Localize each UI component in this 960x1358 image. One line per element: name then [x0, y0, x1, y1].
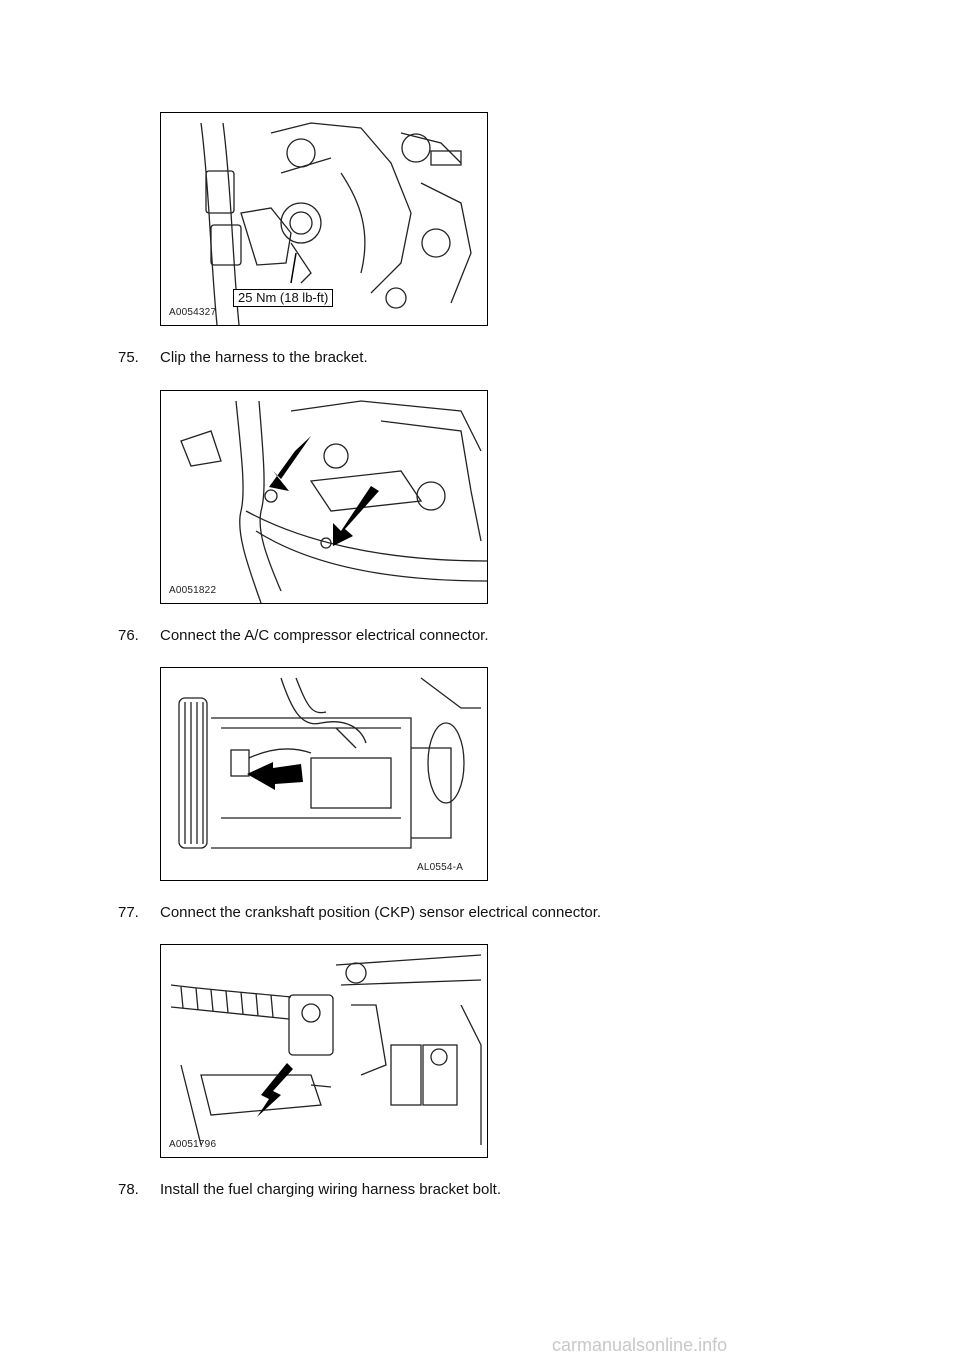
harness-clip-illustration	[180, 400, 487, 603]
step-number: 78.	[118, 1181, 139, 1198]
step-78: 78. Install the fuel charging wiring harn…	[118, 1181, 501, 1198]
watermark: carmanualsonline.info	[552, 1335, 728, 1355]
figure-id: A0054327	[169, 307, 217, 318]
figure-id: AL0554-A	[417, 862, 464, 873]
torque-spec-label: 25 Nm (18 lb-ft)	[233, 289, 334, 307]
step-75: 75. Clip the harness to the bracket.	[118, 349, 368, 366]
ckp-sensor-illustration	[170, 954, 482, 1146]
figure-harness-bracket-torque: 25 Nm (18 lb-ft) A0054327	[160, 112, 488, 326]
figure-ckp-sensor-connector: A0051796	[160, 944, 488, 1158]
step-76: 76. Connect the A/C compressor electrical…	[118, 627, 489, 644]
step-number: 75.	[118, 349, 139, 366]
step-77: 77. Connect the crankshaft position (CKP)…	[118, 904, 601, 921]
harness-bracket-illustration	[200, 122, 472, 325]
step-text: Clip the harness to the bracket.	[160, 349, 368, 366]
ac-compressor-illustration	[178, 677, 481, 849]
figure-ac-compressor-connector: AL0554-A	[160, 667, 488, 881]
step-text: Connect the A/C compressor electrical co…	[160, 627, 489, 644]
figure-id: A0051822	[169, 585, 217, 596]
step-text: Install the fuel charging wiring harness…	[160, 1181, 502, 1198]
step-number: 76.	[118, 627, 139, 644]
step-text: Connect the crankshaft position (CKP) se…	[160, 904, 602, 921]
step-number: 77.	[118, 904, 139, 921]
figure-clip-harness: A0051822	[160, 390, 488, 604]
figure-id: A0051796	[169, 1139, 217, 1150]
